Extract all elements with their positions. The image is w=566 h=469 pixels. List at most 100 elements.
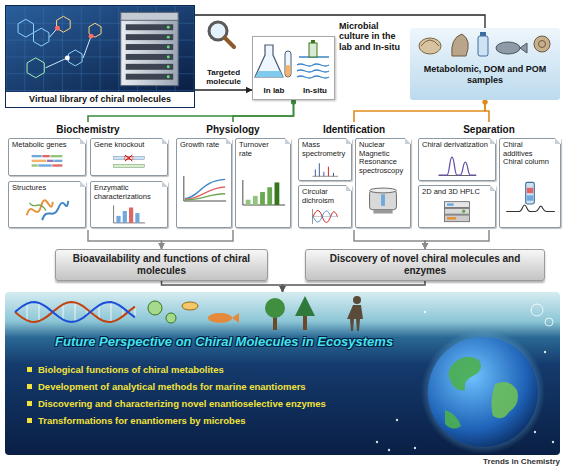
panel-graphic xyxy=(422,153,492,178)
edge-label: Targeted molecule xyxy=(197,68,250,86)
line-shape xyxy=(125,155,132,161)
method-group: SeparationChiral derivatizationChiral ad… xyxy=(416,122,562,230)
rect-shape xyxy=(303,316,307,330)
rect-shape xyxy=(445,208,470,214)
polygon-shape xyxy=(34,28,49,46)
circle-shape xyxy=(544,351,546,353)
method-panel: 2D and 3D HPLC xyxy=(418,185,496,228)
line-shape xyxy=(183,176,184,201)
box-heading: Microbial culture in the lab and In-situ xyxy=(339,21,409,52)
panel-label: Mass spectrometry xyxy=(299,139,351,159)
rect-shape xyxy=(42,155,49,157)
rect-shape xyxy=(381,194,385,206)
line-shape xyxy=(83,36,91,58)
bullet-row: Development of analytical methods for ma… xyxy=(27,381,412,392)
rect-shape xyxy=(126,44,173,50)
group-heading: Identification xyxy=(296,122,412,135)
line-shape xyxy=(313,216,339,217)
polygon-shape xyxy=(27,58,44,78)
circle-shape xyxy=(167,26,170,29)
method-panel: Enzymatic characterizations xyxy=(90,181,168,228)
bullet-text: Biological functions of chiral metabolit… xyxy=(38,364,224,375)
path-shape xyxy=(255,71,283,77)
rect-shape xyxy=(370,190,397,209)
path-shape xyxy=(347,305,363,331)
panel-graphic xyxy=(12,196,82,225)
line-shape xyxy=(194,6,195,91)
banner-label: Discovery of novel chiral molecules and … xyxy=(312,253,538,277)
ellipse-shape xyxy=(496,42,520,54)
sample-label: In lab xyxy=(255,86,293,95)
source-label: Trends in Chemistry xyxy=(440,457,560,466)
rect-shape xyxy=(445,202,470,208)
circle-shape xyxy=(167,75,170,78)
path-shape xyxy=(491,382,518,418)
bullet-row: Biological functions of chiral metabolit… xyxy=(27,364,412,375)
rect-shape xyxy=(32,155,42,157)
circle-shape xyxy=(148,301,162,315)
rect-shape xyxy=(32,164,38,166)
circle-shape xyxy=(353,296,361,304)
rect-shape xyxy=(260,192,265,205)
path-shape xyxy=(30,203,46,211)
group-heading: Separation xyxy=(416,122,562,135)
circle-shape xyxy=(396,419,398,421)
panel-label: Growth rate xyxy=(177,139,231,151)
panel-label: Metabolic genes xyxy=(9,139,85,151)
bullet-text: Transformations for enantiomers by micro… xyxy=(38,415,245,426)
path-shape xyxy=(15,302,135,322)
connector-line xyxy=(162,281,283,292)
line-shape xyxy=(75,302,76,321)
samples-box: Metabolomic, DOM and POM samples xyxy=(410,28,560,100)
line-shape xyxy=(315,170,316,177)
rect-shape xyxy=(445,215,470,222)
rect-shape xyxy=(129,208,133,223)
connector-line xyxy=(162,230,234,249)
path-shape xyxy=(520,43,527,53)
circle-shape xyxy=(421,330,545,454)
panel-graphic xyxy=(302,208,348,225)
method-panel: Nuclear Magnetic Resonance spectroscopy xyxy=(355,138,411,228)
bullet-mark xyxy=(27,384,32,389)
rect-shape xyxy=(135,213,139,223)
rect-shape xyxy=(126,24,173,30)
connector-dot xyxy=(291,100,296,105)
line-shape xyxy=(111,302,112,322)
line-shape xyxy=(100,6,101,91)
line-shape xyxy=(225,38,235,48)
circle-shape xyxy=(545,318,553,326)
circle-shape xyxy=(166,313,176,323)
bullet-mark xyxy=(27,418,32,423)
method-group: PhysiologyGrowth rateTurnover rate xyxy=(174,122,292,230)
group-heading: Biochemistry xyxy=(5,122,171,135)
line-shape xyxy=(113,205,114,223)
rect-shape xyxy=(126,64,173,70)
panel-label: Nuclear Magnetic Resonance spectroscopy xyxy=(356,139,410,177)
rect-shape xyxy=(480,32,486,36)
line-shape xyxy=(81,6,82,91)
page-fold xyxy=(490,185,496,191)
panel-label: Chiral additives Chiral column xyxy=(500,139,560,168)
outcome-banner: Discovery of novel chiral molecules and … xyxy=(305,249,545,281)
path-shape xyxy=(506,205,555,211)
line-shape xyxy=(333,173,334,176)
circle-shape xyxy=(552,441,554,443)
panel-graphic xyxy=(302,161,348,178)
rect-shape xyxy=(32,160,47,162)
rect-shape xyxy=(527,188,533,193)
path-shape xyxy=(42,201,68,220)
page-fold xyxy=(346,138,352,144)
rect-shape xyxy=(126,34,173,40)
bullet-mark xyxy=(27,367,32,372)
rect-shape xyxy=(47,160,54,162)
method-panel: Circular dichroism xyxy=(298,185,352,228)
path-shape xyxy=(452,34,469,56)
connector-line xyxy=(354,100,485,122)
line-shape xyxy=(125,155,132,161)
library-image-box: Virtual library of chiral molecules xyxy=(5,5,195,108)
panel-graphic xyxy=(94,204,164,225)
rect-shape xyxy=(54,160,62,162)
line-shape xyxy=(99,305,100,318)
